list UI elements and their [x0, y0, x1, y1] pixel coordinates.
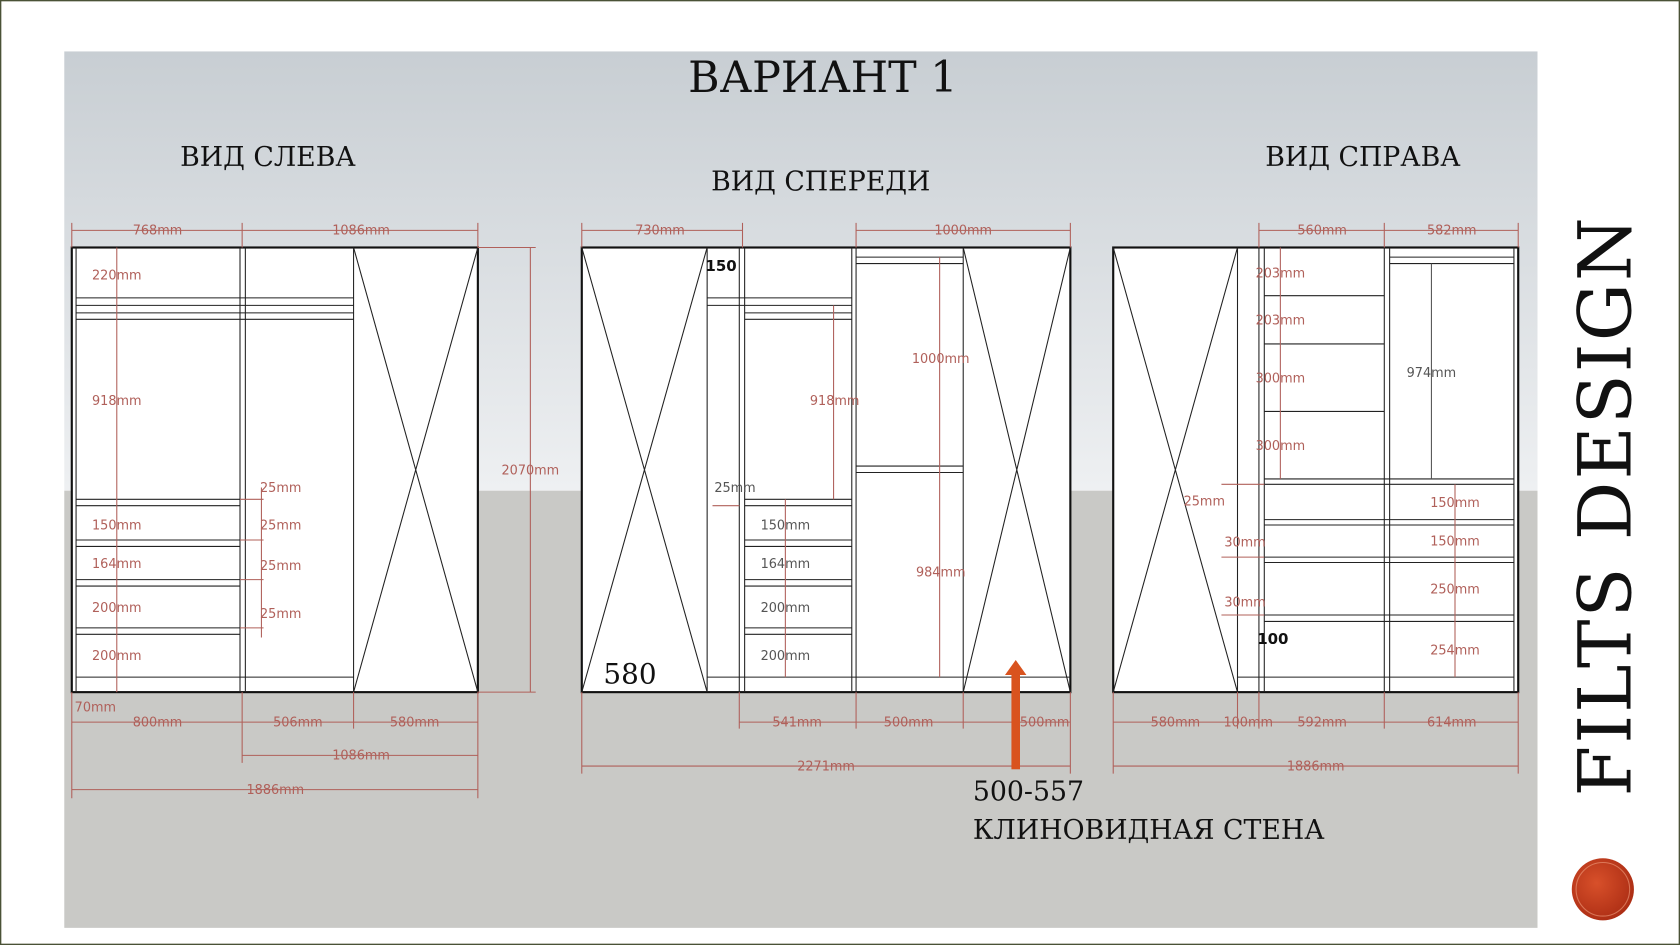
- dim-label: 200mm: [761, 649, 811, 664]
- dim-label: 100mm: [1223, 715, 1273, 730]
- left-view-drawing: [70, 222, 536, 799]
- dim-label: 30mm: [1224, 595, 1265, 610]
- dim-label: 582mm: [1427, 224, 1477, 239]
- dim-label: 768mm: [133, 224, 183, 239]
- dim-label: 150mm: [761, 518, 811, 533]
- dim-label: 200mm: [92, 601, 142, 616]
- dim-label: 300mm: [1256, 439, 1306, 454]
- wedge-wall-arrow-icon: [1005, 660, 1027, 770]
- front-view-heading: ВИД СПЕРЕДИ: [711, 167, 930, 198]
- dim-label: 25mm: [260, 481, 301, 496]
- dim-label: 150mm: [92, 518, 142, 533]
- dim-label: 500mm: [884, 715, 934, 730]
- dim-label: 200mm: [761, 601, 811, 616]
- dim-label: 203mm: [1256, 314, 1306, 329]
- front-view-drawing: [580, 222, 1072, 774]
- wedge-wall-value: 500-557: [973, 776, 1084, 807]
- right-view-heading: ВИД СПРАВА: [1265, 142, 1461, 173]
- right-view-dimensions: 560mm 582mm 203mm 203mm 300mm 300mm 25mm…: [1151, 224, 1480, 775]
- dim-label: 506mm: [273, 715, 323, 730]
- dim-label: 918mm: [92, 394, 142, 409]
- strip-mark-label: 100: [1257, 630, 1288, 648]
- dim-label: 580mm: [390, 715, 440, 730]
- dim-label: 25mm: [714, 481, 755, 496]
- right-view-drawing: [1112, 222, 1520, 774]
- dim-label: 1086mm: [332, 224, 390, 239]
- dim-label: 1000mm: [912, 352, 970, 367]
- dim-label: 918mm: [810, 394, 860, 409]
- dim-label: 2070mm: [501, 464, 559, 479]
- slide-title: ВАРИАНТ 1: [688, 53, 957, 103]
- dim-label: 25mm: [1184, 495, 1225, 510]
- dim-label: 2271mm: [797, 759, 855, 774]
- dim-label: 1000mm: [934, 224, 992, 239]
- dim-label: 30mm: [1224, 535, 1265, 550]
- dim-label: 203mm: [1256, 267, 1306, 282]
- top-mark-label: 150: [705, 257, 736, 275]
- dim-label: 984mm: [916, 565, 966, 580]
- dim-label: 541mm: [772, 715, 822, 730]
- dim-label: 220mm: [92, 269, 142, 284]
- dim-label: 164mm: [92, 557, 142, 572]
- left-view-dimensions: 768mm 1086mm 220mm 918mm 25mm 25mm 25mm …: [75, 224, 560, 798]
- door-width-label: 580: [603, 658, 656, 691]
- dim-label: 250mm: [1430, 583, 1480, 598]
- dim-label: 150mm: [1430, 534, 1480, 549]
- dim-label: 800mm: [133, 715, 183, 730]
- wedge-wall-note: КЛИНОВИДНАЯ СТЕНА: [973, 815, 1325, 846]
- dim-label: 560mm: [1297, 224, 1347, 239]
- brand-name: FILTS DESIGN: [1564, 215, 1649, 796]
- brand-logo-icon: [1571, 858, 1634, 921]
- dim-label: 25mm: [260, 559, 301, 574]
- dim-label: 1886mm: [246, 783, 304, 798]
- dim-label: 164mm: [761, 557, 811, 572]
- dim-label: 300mm: [1256, 372, 1306, 387]
- dim-label: 592mm: [1297, 715, 1347, 730]
- dim-label: 500mm: [1020, 715, 1070, 730]
- dim-label: 25mm: [260, 518, 301, 533]
- dim-label: 730mm: [635, 224, 685, 239]
- dim-label: 200mm: [92, 649, 142, 664]
- dim-label: 580mm: [1151, 715, 1201, 730]
- front-view-dimensions: 730mm 1000mm 918mm 1000mm 984mm 25mm 150…: [603, 224, 1069, 775]
- left-view-heading: ВИД СЛЕВА: [180, 142, 356, 173]
- dim-label: 974mm: [1407, 366, 1457, 381]
- dim-label: 614mm: [1427, 715, 1477, 730]
- dim-label: 1086mm: [332, 749, 390, 764]
- dim-label: 254mm: [1430, 644, 1480, 659]
- dim-label: 1886mm: [1287, 759, 1345, 774]
- dim-label: 150mm: [1430, 496, 1480, 511]
- dim-label: 25mm: [260, 607, 301, 622]
- dim-label: 70mm: [75, 700, 116, 715]
